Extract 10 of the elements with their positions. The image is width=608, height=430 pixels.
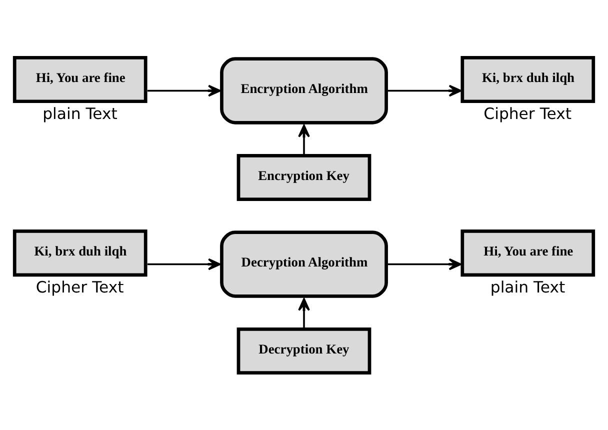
arrow	[147, 84, 221, 97]
node-label: plain Text	[42, 104, 118, 123]
arrow	[298, 124, 310, 154]
arrow	[147, 258, 221, 270]
node-label: Cipher Text	[36, 277, 124, 296]
arrow	[298, 298, 310, 328]
node-label: Cipher Text	[484, 104, 572, 123]
arrow	[388, 258, 462, 270]
arrow	[388, 84, 462, 97]
node-label: plain Text	[490, 277, 566, 296]
